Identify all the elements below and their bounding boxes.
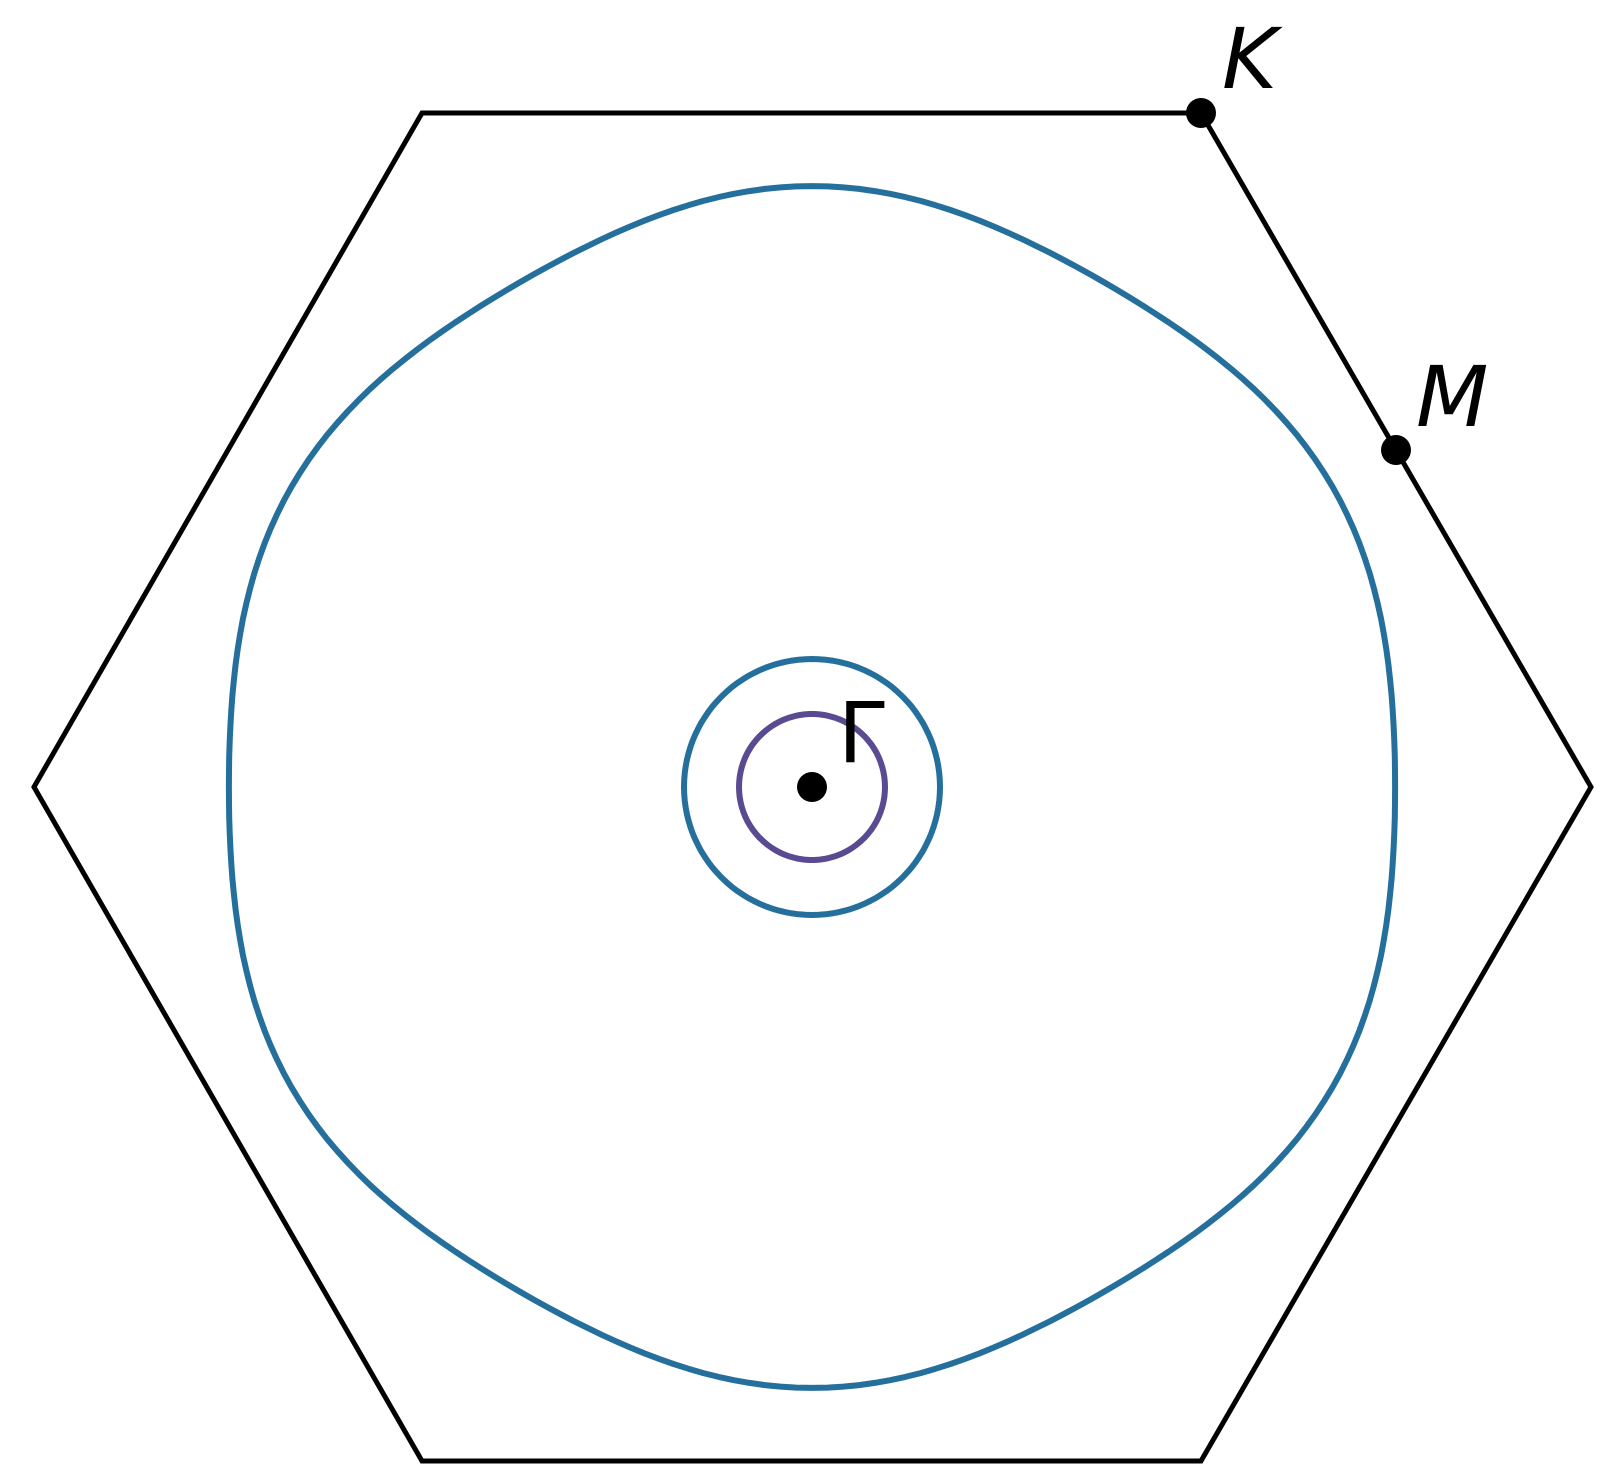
gamma-point-marker (797, 772, 827, 802)
m-point-marker (1381, 435, 1411, 465)
m-point-label: M (1416, 348, 1488, 446)
k-point-label: K (1222, 10, 1283, 108)
gamma-point-label: Γ (838, 684, 885, 782)
k-point-marker (1186, 98, 1216, 128)
inner-fermi-contour (736, 711, 888, 863)
middle-fermi-contour (681, 656, 943, 918)
outer-fermi-contour (225, 183, 1399, 1391)
